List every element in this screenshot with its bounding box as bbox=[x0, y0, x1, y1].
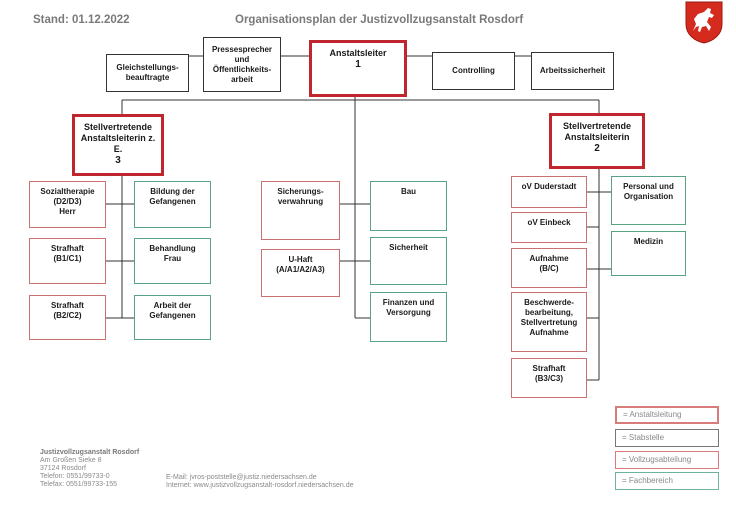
footer-address: Justizvollzugsanstalt Rosdorf Am Großen … bbox=[40, 449, 139, 489]
page-title: Organisationsplan der Justizvollzugsanst… bbox=[235, 14, 524, 26]
unit-sicherheit: Sicherheit bbox=[370, 237, 447, 285]
deputy-left-name: Stellvertretende Anstaltsleiterin z. E. bbox=[80, 122, 156, 154]
leadership-box-deputy-right: Stellvertretende Anstaltsleiterin 2 bbox=[549, 113, 645, 169]
unit-ov-einbeck: oV Einbeck bbox=[511, 212, 587, 243]
leadership-box-deputy-left: Stellvertretende Anstaltsleiterin z. E. … bbox=[72, 114, 164, 176]
unit-personal: Personal und Organisation bbox=[611, 176, 686, 225]
date-label: Stand: 01.12.2022 bbox=[33, 14, 130, 26]
unit-bildung: Bildung der Gefangenen bbox=[134, 181, 211, 228]
deputy-left-number: 3 bbox=[115, 155, 121, 166]
unit-beschwerdebearbeitung: Beschwerde- bearbeitung, Stellvertretung… bbox=[511, 292, 587, 352]
unit-medizin: Medizin bbox=[611, 231, 686, 276]
footer-internet: Internet: www.justizvollzugsanstalt-rosd… bbox=[166, 482, 354, 489]
unit-arbeit: Arbeit der Gefangenen bbox=[134, 295, 211, 340]
footer-email: E-Mail: jvros-poststelle@justiz.niedersa… bbox=[166, 474, 317, 481]
footer-fax: Telefax: 0551/99733-155 bbox=[40, 481, 118, 488]
legend-anstaltsleitung: = Anstaltsleitung bbox=[615, 406, 719, 424]
unit-ov-duderstadt: oV Duderstadt bbox=[511, 176, 587, 208]
staff-box-arbeitssicherheit: Arbeitssicherheit bbox=[531, 52, 614, 90]
leadership-box-anstaltsleiter: Anstaltsleiter 1 bbox=[309, 40, 407, 97]
footer-name: Justizvollzugsanstalt Rosdorf bbox=[40, 449, 140, 456]
leader-name: Anstaltsleiter bbox=[329, 48, 387, 58]
unit-bau: Bau bbox=[370, 181, 447, 231]
footer-phone: Telefon: 0551/99733-0 bbox=[40, 473, 110, 480]
lower-saxony-horse-crest-icon bbox=[685, 1, 723, 44]
staff-box-gleichstellung: Gleichstellungs- beauftragte bbox=[106, 54, 189, 92]
staff-box-presse: Pressesprecher und Öffentlichkeits- arbe… bbox=[203, 37, 281, 92]
leader-number: 1 bbox=[355, 59, 361, 70]
unit-behandlung: Behandlung Frau bbox=[134, 238, 211, 284]
unit-uhaft: U-Haft (A/A1/A2/A3) bbox=[261, 249, 340, 297]
deputy-right-name: Stellvertretende Anstaltsleiterin bbox=[562, 121, 632, 142]
unit-sicherungsverwahrung: Sicherungs- verwahrung bbox=[261, 181, 340, 240]
unit-finanzen: Finanzen und Versorgung bbox=[370, 292, 447, 342]
unit-strafhaft-b1: Strafhaft (B1/C1) bbox=[29, 238, 106, 284]
legend-vollzugsabteilung: = Vollzugsabteilung bbox=[615, 451, 719, 469]
unit-strafhaft-b3: Strafhaft (B3/C3) bbox=[511, 358, 587, 398]
deputy-right-number: 2 bbox=[594, 143, 600, 154]
legend-stabstelle: = Stabstelle bbox=[615, 429, 719, 447]
unit-aufnahme: Aufnahme (B/C) bbox=[511, 248, 587, 288]
footer-contact: E-Mail: jvros-poststelle@justiz.niedersa… bbox=[166, 474, 354, 490]
unit-sozialtherapie: Sozialtherapie (D2/D3) Herr bbox=[29, 181, 106, 228]
legend-fachbereich: = Fachbereich bbox=[615, 472, 719, 490]
footer-city: 37124 Rosdorf bbox=[40, 465, 86, 472]
staff-box-controlling: Controlling bbox=[432, 52, 515, 90]
unit-strafhaft-b2: Strafhaft (B2/C2) bbox=[29, 295, 106, 340]
footer-street: Am Großen Sieke 8 bbox=[40, 457, 102, 464]
